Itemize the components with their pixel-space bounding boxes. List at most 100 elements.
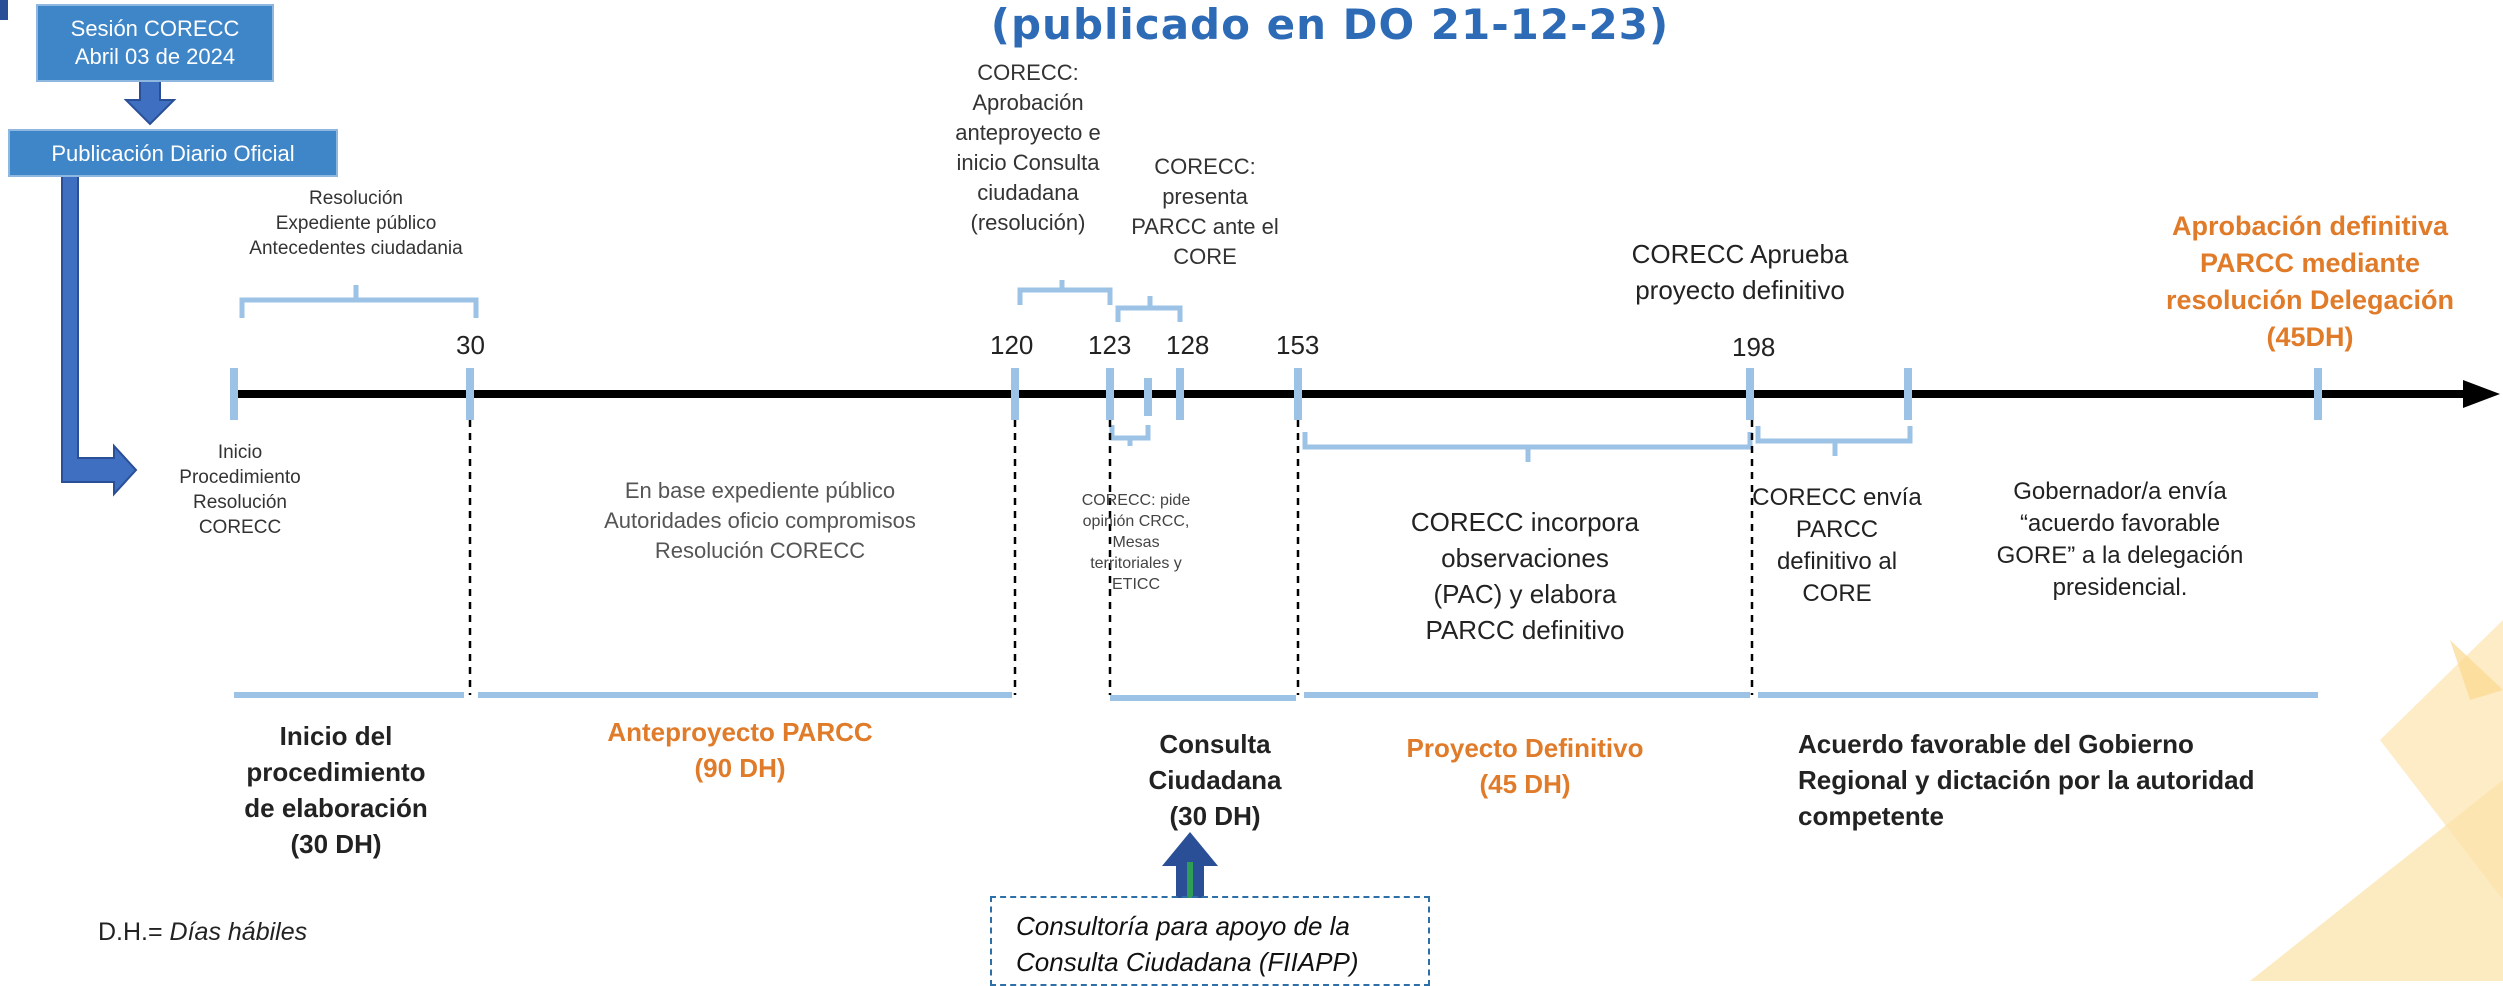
label-line: CORE: [1802, 580, 1872, 607]
label-line: CORECC incorpora: [1410, 507, 1640, 537]
tick-label: 153: [1276, 330, 1320, 360]
label-line: Expediente público: [275, 213, 437, 234]
label-line: PARCC mediante: [2199, 248, 2421, 278]
label-line: de elaboración: [244, 793, 428, 823]
tick-label: 30: [456, 330, 485, 360]
label-line: resolución Delegación: [2165, 285, 2455, 315]
session-box-line: Abril 03 de 2024: [74, 44, 236, 69]
label-line: Mesas: [1112, 534, 1160, 551]
dh-note: D.H.= Días hábiles: [98, 918, 307, 947]
label-line: proyecto definitivo: [1635, 275, 1845, 305]
flow-arrows: [61, 79, 177, 497]
label-line: Ciudadana: [1148, 765, 1282, 795]
label-line: procedimiento: [246, 757, 426, 787]
timeline-arrowhead: [2463, 380, 2500, 408]
publicacion-box: Publicación Diario Oficial: [8, 129, 338, 177]
label-line: GORE” a la delegación: [1996, 542, 2244, 569]
label-line: definitivo al: [1776, 548, 1898, 575]
label-presenta: CORECC: presenta PARCC ante el CORE: [1120, 152, 1290, 272]
label-line: Regional y dictación por la autoridad: [1798, 765, 2255, 795]
label-gobernador: Gobernador/a envía “acuerdo favorable GO…: [1960, 476, 2280, 604]
label-line: CORECC Aprueba: [1631, 239, 1849, 269]
axis-ticks: [230, 368, 2322, 420]
label-line: ciudadana: [977, 180, 1079, 205]
label-line: inicio Consulta: [956, 150, 1100, 175]
label-line: presidencial.: [2052, 574, 2188, 601]
phase-acuerdo: Acuerdo favorable del Gobierno Regional …: [1798, 726, 2318, 834]
label-line: PARCC definitivo: [1425, 615, 1625, 645]
dashed-dividers: [468, 420, 1754, 695]
label-line: Acuerdo favorable del Gobierno: [1798, 729, 2194, 759]
label-line: CORECC: [198, 517, 282, 538]
label-line: (30 DH): [290, 829, 382, 859]
top-brackets: [239, 280, 1183, 322]
label-line: Consulta Ciudadana (FIIAPP): [1016, 947, 1359, 977]
label-definitiva: Aprobación definitiva PARCC mediante res…: [2140, 208, 2480, 356]
bottom-brackets: [1109, 425, 1913, 462]
label-line: presenta: [1162, 184, 1248, 209]
label-line: Proyecto Definitivo: [1406, 733, 1644, 763]
label-line: Resolución: [193, 492, 287, 513]
tick-label: 123: [1088, 330, 1132, 360]
dh-note-meaning: Días hábiles: [169, 918, 308, 946]
phase-anteproyecto: Anteproyecto PARCC (90 DH): [560, 714, 920, 786]
label-envia: CORECC envía PARCC definitivo al CORE: [1752, 482, 1922, 610]
label-line: Resolución CORECC: [654, 538, 866, 563]
label-line: Aprobación: [972, 90, 1084, 115]
consultoria-arrow: [1162, 832, 1218, 898]
decorative-triangle: [2250, 780, 2503, 981]
label-aprobacion: CORECC: Aprobación anteproyecto e inicio…: [908, 58, 1148, 238]
label-incorpora: CORECC incorpora observaciones (PAC) y e…: [1360, 504, 1690, 648]
label-resolucion: Resolución Expediente público Antecedent…: [196, 186, 516, 261]
label-line: “acuerdo favorable: [2019, 510, 2221, 537]
tick-label: 198: [1732, 332, 1776, 362]
label-line: (45 DH): [1479, 769, 1571, 799]
edge-mark: [0, 0, 8, 20]
label-aprueba: CORECC Aprueba proyecto definitivo: [1580, 236, 1900, 308]
label-line: CORECC:: [1154, 154, 1256, 179]
label-opinion: CORECC: pide opinión CRCC, Mesas territo…: [1066, 490, 1206, 595]
dh-note-prefix: D.H.=: [98, 918, 170, 946]
label-line: territoriales y: [1090, 555, 1182, 572]
label-line: (45DH): [2266, 322, 2354, 352]
label-line: anteproyecto e: [955, 120, 1101, 145]
session-box: Sesión CORECC Abril 03 de 2024: [36, 4, 274, 82]
session-box-line: Sesión CORECC: [70, 16, 240, 41]
label-line: Consulta: [1159, 729, 1271, 759]
label-line: En base expediente público: [624, 478, 896, 503]
label-line: Resolución: [309, 188, 403, 209]
label-inicio: Inicio Procedimiento Resolución CORECC: [150, 440, 330, 540]
label-line: CORE: [1173, 244, 1237, 269]
label-line: CORECC:: [977, 60, 1079, 85]
label-line: Inicio: [217, 442, 263, 463]
label-line: Procedimiento: [179, 467, 301, 488]
label-line: CORECC envía: [1752, 484, 1922, 511]
label-line: (PAC) y elabora: [1433, 579, 1617, 609]
label-line: Aprobación definitiva: [2171, 211, 2449, 241]
tick-label: 128: [1166, 330, 1210, 360]
label-line: Consultoría para apoyo de la: [1016, 911, 1350, 941]
label-line: Inicio del: [279, 721, 393, 751]
label-base: En base expediente público Autoridades o…: [540, 476, 980, 566]
tick-label: 120: [990, 330, 1034, 360]
phase-proyecto: Proyecto Definitivo (45 DH): [1360, 730, 1690, 802]
label-line: PARCC ante el: [1131, 214, 1279, 239]
label-line: (30 DH): [1169, 801, 1261, 831]
label-line: ETICC: [1112, 576, 1160, 593]
label-line: opinión CRCC,: [1082, 513, 1190, 530]
phase-bars: [234, 692, 2318, 701]
decorative-triangle: [2450, 640, 2503, 700]
label-line: competente: [1798, 801, 1944, 831]
label-line: observaciones: [1441, 543, 1609, 573]
label-line: Antecedentes ciudadania: [249, 238, 463, 259]
label-line: CORECC: pide: [1081, 492, 1191, 509]
label-line: (resolución): [970, 210, 1086, 235]
label-line: PARCC: [1795, 516, 1879, 543]
consultoria-box: Consultoría para apoyo de la Consulta Ci…: [990, 896, 1430, 986]
label-line: Gobernador/a envía: [2013, 478, 2227, 505]
phase-inicio: Inicio del procedimiento de elaboración …: [196, 718, 476, 862]
label-line: (90 DH): [694, 753, 786, 783]
label-line: Autoridades oficio compromisos: [604, 508, 916, 533]
label-line: Anteproyecto PARCC: [607, 717, 873, 747]
